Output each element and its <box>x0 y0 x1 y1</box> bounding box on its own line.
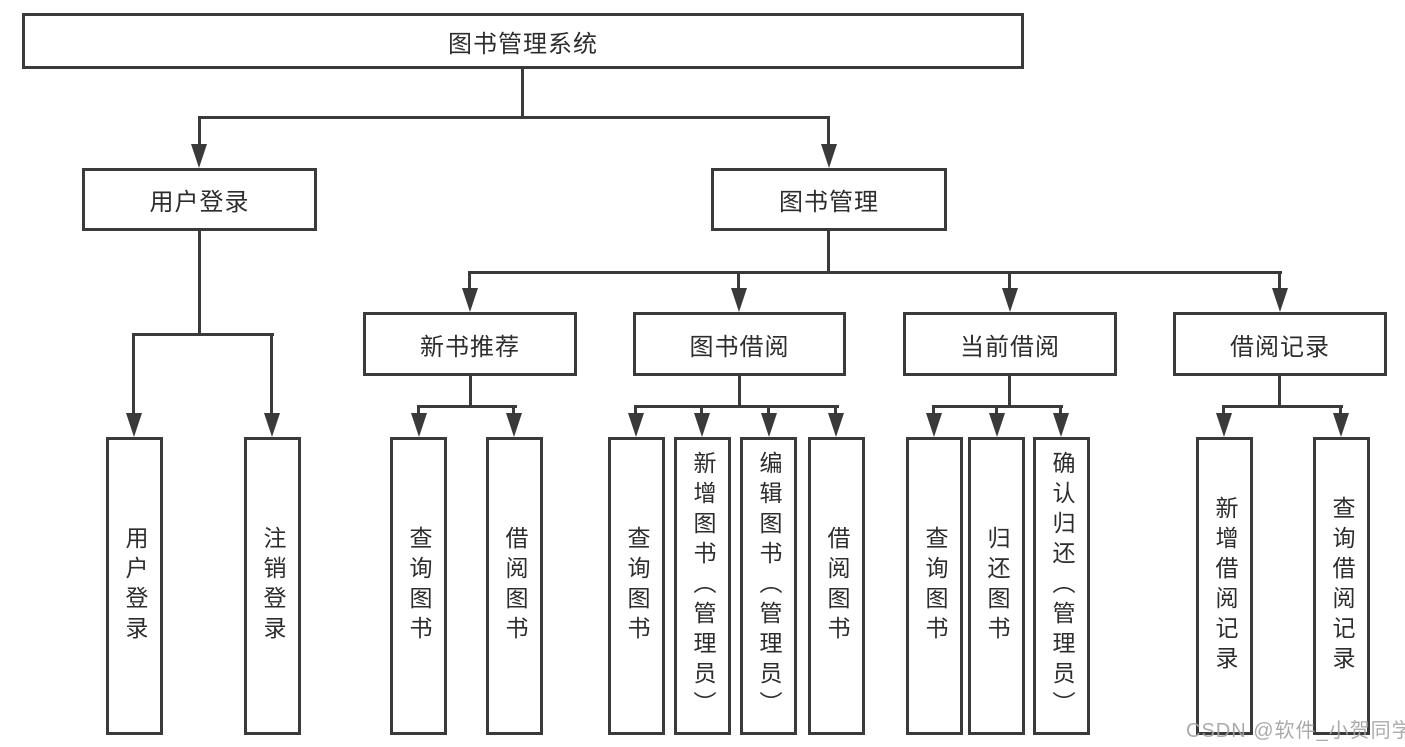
leaf-label: 编辑图书（管理员） <box>756 451 782 721</box>
connector-branch-line <box>834 405 837 415</box>
node-library-management-system: 图书管理系统 <box>22 13 1024 69</box>
leaf-borrow-books: 借阅图书 <box>808 437 865 735</box>
connector-current-stem <box>1008 376 1011 407</box>
connector-branch-line <box>634 405 637 415</box>
leaf-label: 新增图书（管理员） <box>690 451 716 721</box>
connector-branch-line <box>700 405 703 415</box>
leaf-label: 借阅图书 <box>824 526 850 646</box>
arrow-down-icon <box>506 413 522 437</box>
connector-branch-line <box>512 405 515 415</box>
node-label: 用户登录 <box>149 189 250 216</box>
connector-records-stem <box>1278 376 1281 407</box>
arrow-down-icon <box>462 288 478 312</box>
node-book-management: 图书管理 <box>711 168 947 231</box>
node-current-borrowing: 当前借阅 <box>903 312 1117 376</box>
connector-branch-line <box>132 333 135 413</box>
leaf-borrow-books-recommend: 借阅图书 <box>486 437 543 735</box>
leaf-query-books-borrowing: 查询图书 <box>608 437 665 735</box>
leaf-user-login: 用户登录 <box>106 437 163 735</box>
connector-borrowing-stem <box>738 376 741 407</box>
connector-branch-line <box>995 405 998 415</box>
connector-user-login-stem <box>198 231 201 335</box>
node-user-login: 用户登录 <box>82 168 317 231</box>
leaf-label: 查询图书 <box>624 526 650 646</box>
connector-branch-line <box>767 405 770 415</box>
arrow-down-icon <box>761 413 777 437</box>
connector-branch-line <box>737 271 740 288</box>
connector-book-management-stem <box>827 231 830 273</box>
leaf-query-borrow-record: 查询借阅记录 <box>1313 437 1370 735</box>
arrow-down-icon <box>828 413 844 437</box>
csdn-watermark: CSDN @软件_小贺同学 <box>1186 720 1405 742</box>
arrow-down-icon <box>926 413 942 437</box>
node-label: 借阅记录 <box>1230 333 1330 361</box>
leaf-label: 查询图书 <box>406 526 432 646</box>
leaf-label: 借阅图书 <box>502 526 528 646</box>
leaf-return-books: 归还图书 <box>968 437 1025 735</box>
connector-recommend-rail <box>417 405 517 408</box>
arrow-down-icon <box>731 288 747 312</box>
node-label: 当前借阅 <box>960 333 1060 361</box>
leaf-label: 新增借阅记录 <box>1212 496 1238 676</box>
leaf-edit-books-admin: 编辑图书（管理员） <box>740 437 797 735</box>
leaf-query-books-recommend: 查询图书 <box>390 437 447 735</box>
connector-records-rail <box>1222 405 1343 408</box>
arrow-down-icon <box>126 413 142 437</box>
arrow-down-icon <box>989 413 1005 437</box>
connector-level3-rail <box>468 271 1282 274</box>
arrow-down-icon <box>264 413 280 437</box>
leaf-confirm-return-admin: 确认归还（管理员） <box>1033 437 1090 735</box>
connector-branch-line <box>198 116 201 146</box>
connector-branch-line <box>932 405 935 415</box>
node-label: 新书推荐 <box>420 333 520 361</box>
connector-branch-line <box>1222 405 1225 415</box>
arrow-down-icon <box>1053 413 1069 437</box>
connector-branch-line <box>1278 271 1281 288</box>
connector-branch-line <box>468 271 471 288</box>
connector-branch-line <box>1059 405 1062 415</box>
connector-recommend-stem <box>469 376 472 407</box>
leaf-label: 查询图书 <box>922 526 948 646</box>
arrow-down-icon <box>1272 288 1288 312</box>
connector-branch-line <box>1008 271 1011 288</box>
arrow-down-icon <box>191 144 207 168</box>
arrow-down-icon <box>1002 288 1018 312</box>
node-book-borrowing: 图书借阅 <box>633 312 846 376</box>
leaf-label: 用户登录 <box>122 526 148 646</box>
connector-user-login-rail <box>132 333 274 336</box>
arrow-down-icon <box>694 413 710 437</box>
arrow-down-icon <box>821 144 837 168</box>
arrow-down-icon <box>628 413 644 437</box>
connector-root-stem <box>521 69 524 117</box>
node-label: 图书借阅 <box>689 333 790 361</box>
leaf-label: 确认归还（管理员） <box>1049 451 1075 721</box>
connector-level2-rail <box>198 116 830 119</box>
leaf-add-borrow-record: 新增借阅记录 <box>1196 437 1253 735</box>
connector-branch-line <box>827 116 830 146</box>
node-borrowing-records: 借阅记录 <box>1173 312 1387 376</box>
connector-branch-line <box>270 333 273 413</box>
arrow-down-icon <box>1333 413 1349 437</box>
arrow-down-icon <box>411 413 427 437</box>
connector-borrowing-rail <box>634 405 839 408</box>
node-label: 图书管理系统 <box>448 30 598 58</box>
node-new-book-recommendation: 新书推荐 <box>363 312 577 376</box>
connector-branch-line <box>417 405 420 415</box>
leaf-add-books-admin: 新增图书（管理员） <box>674 437 731 735</box>
leaf-label: 查询借阅记录 <box>1329 496 1355 676</box>
node-label: 图书管理 <box>779 189 879 216</box>
arrow-down-icon <box>1216 413 1232 437</box>
connector-branch-line <box>1339 405 1342 415</box>
leaf-label: 归还图书 <box>984 526 1010 646</box>
leaf-label: 注销登录 <box>260 526 286 646</box>
leaf-logout: 注销登录 <box>244 437 301 735</box>
leaf-query-books-current: 查询图书 <box>906 437 963 735</box>
